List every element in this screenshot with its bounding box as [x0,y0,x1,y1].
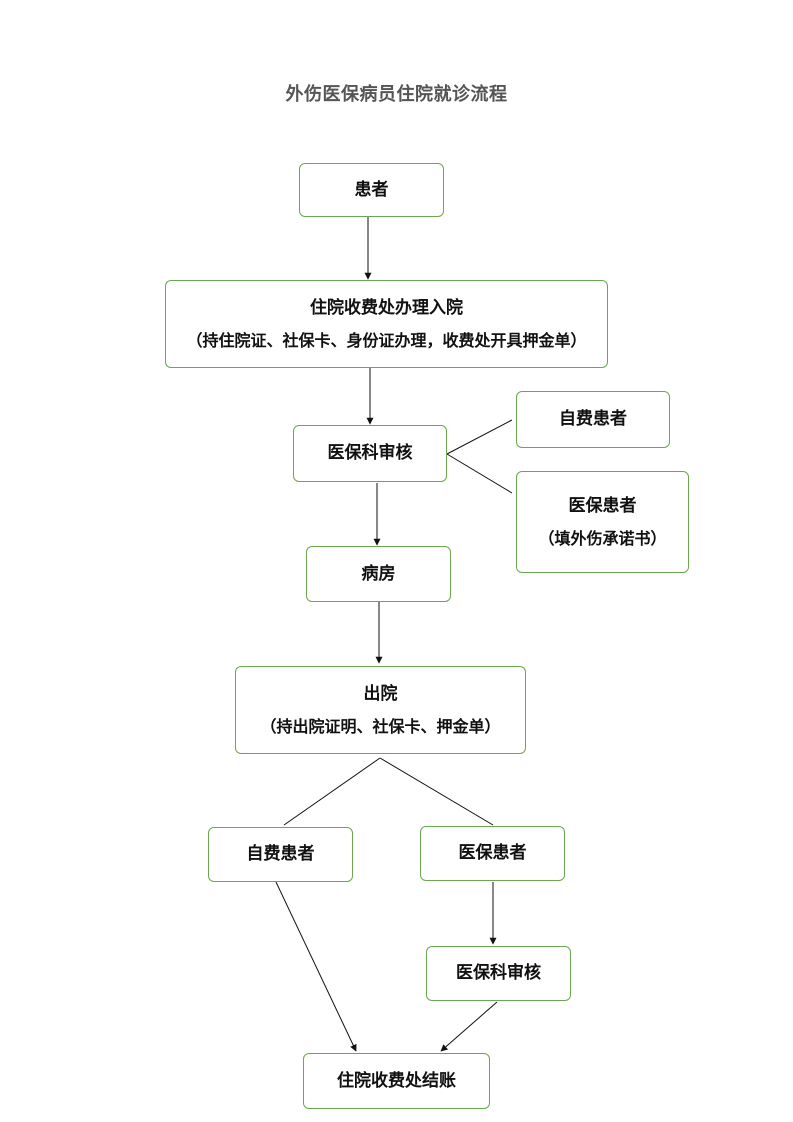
admission-note: （持住院证、社保卡、身份证办理，收费处开具押金单） [186,330,587,350]
insurance-review-node-upper: 医保科审核 [293,425,447,482]
self-pay-label-lower: 自费患者 [246,844,315,865]
patient-node: 患者 [299,163,444,217]
branch-line-review-to-insured [446,453,513,494]
self-pay-node-upper: 自费患者 [516,391,670,448]
insured-node-lower: 医保患者 [420,826,565,881]
self-pay-label-upper: 自费患者 [559,409,627,430]
discharge-node: 出院 （持出院证明、社保卡、押金单） [235,666,526,754]
patient-label: 患者 [354,179,389,200]
ward-node: 病房 [306,546,451,602]
arrow-review-to-settlement [440,1001,498,1052]
ward-label: 病房 [361,563,396,584]
discharge-note: （持出院证明、社保卡、押金单） [260,716,501,736]
page-title: 外伤医保病员住院就诊流程 [285,84,508,105]
self-pay-node-lower: 自费患者 [208,827,353,882]
admission-node: 住院收费处办理入院 （持住院证、社保卡、身份证办理，收费处开具押金单） [165,280,608,368]
insurance-review-node-lower: 医保科审核 [426,946,571,1001]
insured-node-upper: 医保患者 （填外伤承诺书） [516,471,689,573]
admission-label: 住院收费处办理入院 [310,298,463,319]
settlement-label: 住院收费处结账 [337,1070,456,1091]
insured-label-upper: 医保患者 [568,496,637,517]
branch-line-discharge-to-self-pay [283,757,381,826]
discharge-label: 出院 [363,684,398,705]
branch-line-discharge-to-insured [379,757,494,826]
insurance-review-label-upper: 医保科审核 [327,443,413,464]
branch-line-review-to-self-pay [446,419,513,455]
settlement-node: 住院收费处结账 [303,1053,490,1109]
insurance-review-label-lower: 医保科审核 [456,963,541,984]
insured-label-lower: 医保患者 [458,843,527,864]
arrow-self-pay-to-settlement [275,881,357,1052]
insured-note-upper: （填外伤承诺书） [538,528,667,548]
